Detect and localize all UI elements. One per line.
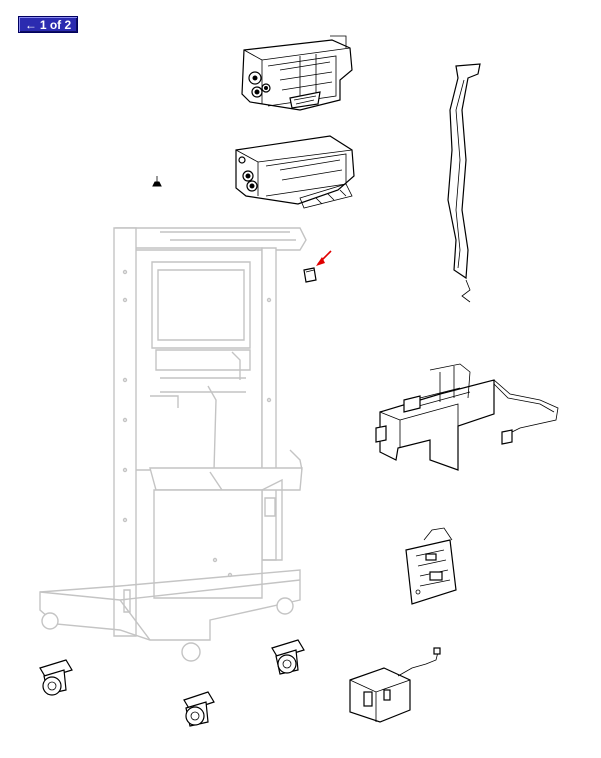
stacker-module [375,363,559,471]
gear-drive-assembly-lower [235,135,355,209]
callout-arrow [316,250,332,266]
caster-wheel-left [39,659,73,696]
caster-wheel-center [183,691,215,727]
previous-page-button[interactable]: ← 1 of 2 [18,16,78,33]
gear-drive-assembly-upper [241,35,353,111]
retaining-clip [303,267,317,283]
left-arrow-icon: ← [24,17,37,32]
cabinet-stand-outline [39,227,307,662]
power-supply-unit [349,647,441,723]
thumb-screw [152,176,162,187]
caster-wheel-right [271,639,305,675]
controller-circuit-board [405,527,457,605]
ribbon-cable [447,63,481,303]
page-indicator: 1 of 2 [39,17,72,32]
